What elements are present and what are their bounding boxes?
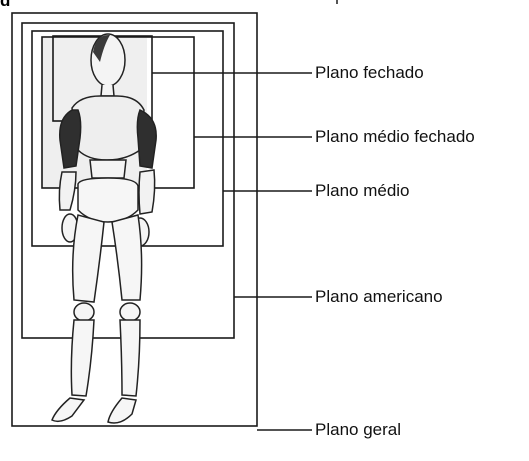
connector-lines [152,73,312,430]
label-plano-fechado: Plano fechado [315,63,424,83]
mannequin-left-foot [52,398,84,421]
mannequin-right-shin [120,320,140,396]
mannequin-head [91,34,125,86]
mannequin-right-knee [120,303,140,321]
mannequin-left-shin [71,320,94,396]
mannequin-neck [101,85,114,96]
mannequin-waist [90,160,126,178]
label-plano-medio-fechado: Plano médio fechado [315,127,475,147]
mannequin-left-upper-arm [60,110,81,168]
mannequin-right-foot [108,398,136,423]
mannequin-right-forearm [139,170,155,214]
mannequin-right-thigh [112,215,142,300]
label-plano-medio: Plano médio [315,181,410,201]
label-plano-americano: Plano americano [315,287,443,307]
mannequin-right-upper-arm [137,110,156,168]
mannequin-left-knee [74,303,94,321]
mannequin-left-thigh [73,215,104,302]
mannequin-chest [72,96,144,160]
mannequin-pelvis [78,178,138,222]
mannequin-left-forearm [59,172,76,210]
label-plano-geral: Plano geral [315,420,401,440]
